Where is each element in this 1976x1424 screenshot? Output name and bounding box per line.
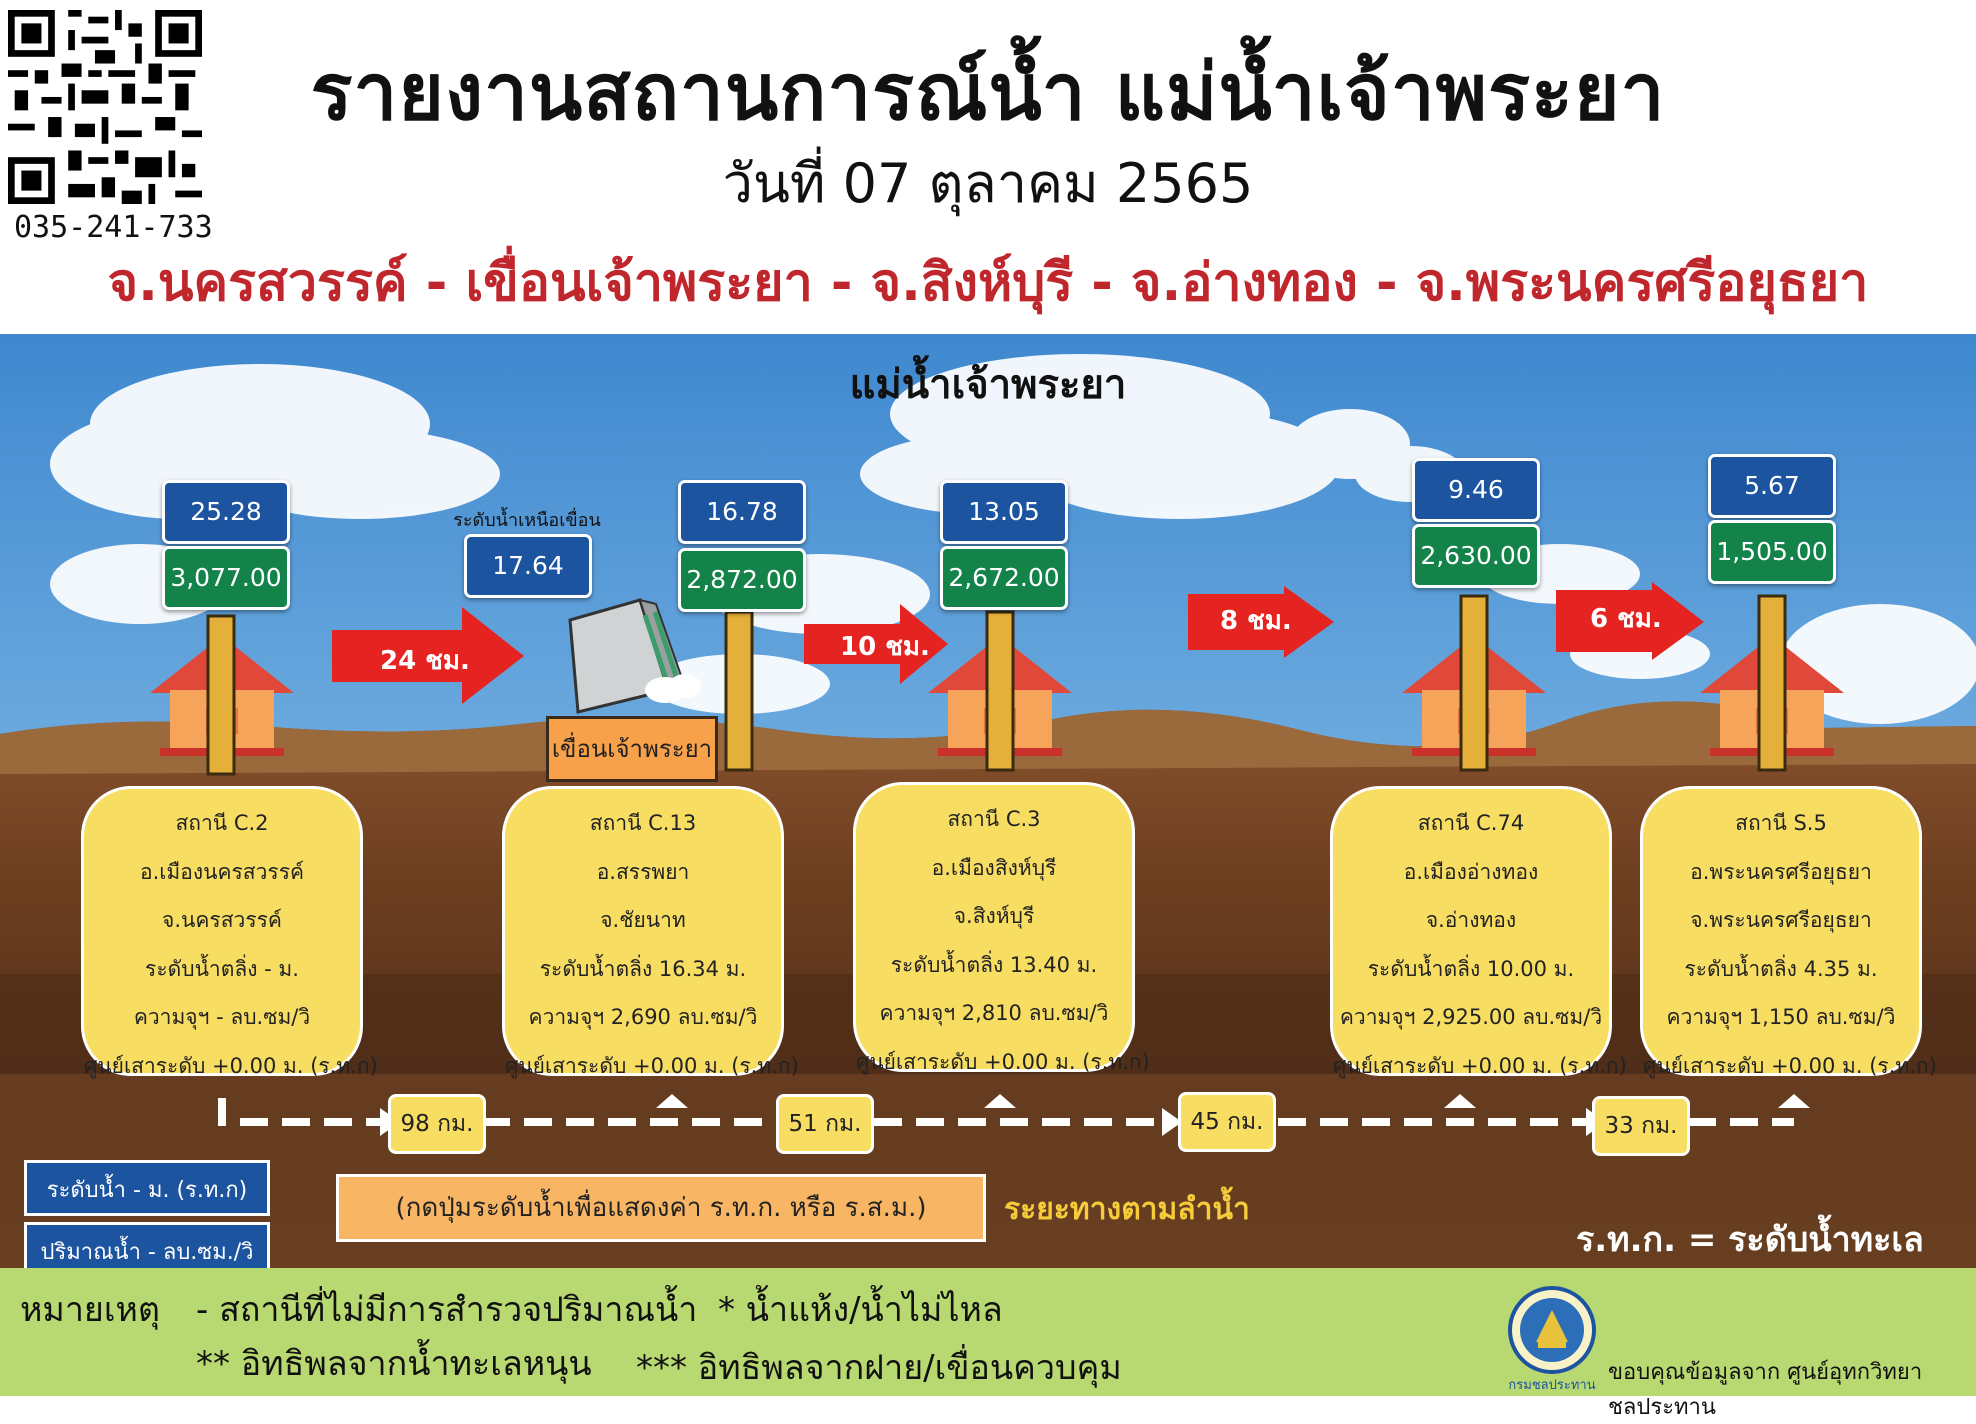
- qr-code: [8, 10, 202, 204]
- arrow-icon: [1188, 586, 1334, 658]
- arrowhead-icon: [656, 1094, 688, 1108]
- station-district: อ.เมืองนครสวรรค์: [139, 859, 305, 884]
- station-card: สถานี C.2 อ.เมืองนครสวรรค์ จ.นครสวรรค์ ร…: [81, 786, 378, 1078]
- station-level-button[interactable]: 5.67: [1708, 454, 1836, 518]
- logo-text: กรมชลประทาน: [1508, 1378, 1596, 1393]
- station-bank-level: ระดับน้ำตลิ่ง 10.00 ม.: [1367, 956, 1575, 981]
- dam-name-label: เขื่อนเจ้าพระยา: [546, 716, 718, 782]
- station-flow-value: 2,672.00: [940, 546, 1068, 610]
- gauge-icon: [1459, 594, 1489, 772]
- notes-title: หมายเหตุ: [20, 1290, 160, 1330]
- station-capacity: ความจุฯ - ลบ.ซม/วิ: [133, 1005, 311, 1029]
- station-capacity: ความจุฯ 2,925.00 ลบ.ซม/วิ: [1339, 1005, 1603, 1029]
- arrow-icon: [804, 604, 948, 684]
- arrowhead-icon: [1444, 1094, 1476, 1108]
- gauge-icon: [1757, 594, 1787, 772]
- station-flow-value: 2,872.00: [678, 548, 806, 612]
- legend-level: ระดับน้ำ - ม. (ร.ท.ก): [24, 1160, 270, 1216]
- station-datum: ศูนย์เสาระดับ +0.00 ม. (ร.ท.ก): [505, 1053, 799, 1078]
- station-bank-level: ระดับน้ำตลิ่ง - ม.: [145, 956, 299, 981]
- page-title: รายงานสถานการณ์น้ำ แม่น้ำเจ้าพระยา: [310, 48, 1666, 138]
- station-card: สถานี C.74 อ.เมืองอ่างทอง จ.อ่างทอง ระดั…: [1330, 786, 1627, 1078]
- dam-icon: [568, 598, 701, 714]
- station-level-button[interactable]: 16.78: [678, 480, 806, 544]
- note-item: *** อิทธิพลจากฝาย/เขื่อนควบคุม: [636, 1348, 1122, 1388]
- station-bank-level: ระดับน้ำตลิ่ง 16.34 ม.: [539, 956, 747, 981]
- distance-badge: 33 กม.: [1592, 1096, 1690, 1156]
- above-dam-label: ระดับน้ำเหนือเขื่อน: [453, 510, 601, 531]
- travel-time-2: 10 ชม.: [840, 632, 930, 662]
- arrow-icon: [1556, 582, 1704, 660]
- station-datum: ศูนย์เสาระดับ +0.00 ม. (ร.ท.ก): [856, 1049, 1150, 1074]
- station-district: อ.สรรพยา: [596, 859, 690, 884]
- station-bank-level: ระดับน้ำตลิ่ง 4.35 ม.: [1684, 956, 1878, 981]
- arrowhead-icon: [984, 1094, 1016, 1108]
- station-capacity: ความจุฯ 1,150 ลบ.ซม/วิ: [1666, 1005, 1896, 1029]
- route-line: จ.นครสวรรค์ - เขื่อนเจ้าพระยา - จ.สิงห์บ…: [107, 253, 1869, 313]
- station-province: จ.สิงห์บุรี: [953, 904, 1035, 928]
- station-level-button[interactable]: 25.28: [162, 480, 290, 544]
- distance-badge: 45 กม.: [1178, 1092, 1276, 1152]
- station-district: อ.พระนครศรีอยุธยา: [1690, 859, 1872, 884]
- arrow-icon: [332, 607, 524, 704]
- phone-number: 035-241-733: [14, 210, 213, 245]
- station-datum: ศูนย์เสาระดับ +0.00 ม. (ร.ท.ก): [1643, 1053, 1937, 1078]
- station-province: จ.พระนครศรีอยุธยา: [1690, 908, 1872, 932]
- distance-badge: 98 กม.: [388, 1094, 486, 1154]
- station-card: สถานี C.3 อ.เมืองสิงห์บุรี จ.สิงห์บุรี ร…: [853, 782, 1150, 1074]
- dam-level-button[interactable]: 17.64: [464, 534, 592, 598]
- travel-time-4: 6 ชม.: [1590, 604, 1662, 634]
- station-datum: ศูนย์เสาระดับ +0.00 ม. (ร.ท.ก): [1333, 1053, 1627, 1078]
- station-province: จ.ชัยนาท: [600, 908, 686, 932]
- station-capacity: ความจุฯ 2,810 ลบ.ซม/วิ: [879, 1001, 1109, 1025]
- station-name: สถานี C.74: [1417, 811, 1525, 835]
- station-district: อ.เมืองสิงห์บุรี: [931, 855, 1057, 880]
- station-bank-level: ระดับน้ำตลิ่ง 13.40 ม.: [890, 952, 1098, 977]
- flow-path: [218, 1098, 1794, 1126]
- station-flow-value: 3,077.00: [162, 546, 290, 610]
- station-name: สถานี C.13: [589, 811, 697, 835]
- report-date: วันที่ 07 ตุลาคม 2565: [722, 152, 1254, 215]
- station-district: อ.เมืองอ่างทอง: [1403, 859, 1539, 884]
- gauge-icon: [206, 614, 236, 776]
- station-datum: ศูนย์เสาระดับ +0.00 ม. (ร.ท.ก): [84, 1053, 378, 1078]
- station-level-button[interactable]: 13.05: [940, 480, 1068, 544]
- river-title: แม่น้ำเจ้าพระยา: [849, 362, 1127, 408]
- travel-time-3: 8 ชม.: [1220, 606, 1292, 636]
- station-level-button[interactable]: 9.46: [1412, 458, 1540, 522]
- station-card: สถานี C.13 อ.สรรพยา จ.ชัยนาท ระดับน้ำตลิ…: [502, 786, 799, 1078]
- data-credit: ขอบคุณข้อมูลจาก ศูนย์อุทกวิทยาชลประทาน: [1608, 1360, 1923, 1420]
- station-flow-value: 2,630.00: [1412, 524, 1540, 588]
- station-name: สถานี C.3: [947, 807, 1041, 831]
- arrowhead-icon: [1162, 1108, 1182, 1136]
- station-capacity: ความจุฯ 2,690 ลบ.ซม/วิ: [528, 1005, 758, 1029]
- distance-legend: ระยะทางตามลำน้ำ: [1004, 1192, 1250, 1227]
- arrowhead-icon: [1778, 1094, 1810, 1108]
- station-name: สถานี S.5: [1735, 811, 1827, 835]
- footer-notes: [0, 1268, 1976, 1396]
- note-item: ** อิทธิพลจากน้ำทะเลหนุน: [196, 1344, 592, 1384]
- note-item: * น้ำแห้ง/น้ำไม่ไหล: [718, 1290, 1003, 1330]
- gauge-icon: [985, 610, 1015, 772]
- travel-time-1: 24 ชม.: [380, 646, 470, 676]
- rid-logo: กรมชลประทาน: [1508, 1286, 1596, 1393]
- station-province: จ.นครสวรรค์: [162, 908, 282, 932]
- station-name: สถานี C.2: [175, 811, 269, 835]
- station-province: จ.อ่างทอง: [1425, 908, 1517, 932]
- datum-toggle-hint[interactable]: (กดปุ่มระดับน้ำเพื่อแสดงค่า ร.ท.ก. หรือ …: [336, 1174, 986, 1242]
- gauge-icon: [724, 610, 754, 772]
- station-card: สถานี S.5 อ.พระนครศรีอยุธยา จ.พระนครศรีอ…: [1640, 786, 1937, 1078]
- note-item: - สถานีที่ไม่มีการสำรวจปริมาณน้ำ: [196, 1290, 698, 1330]
- distance-badge: 51 กม.: [776, 1094, 874, 1154]
- station-flow-value: 1,505.00: [1708, 520, 1836, 584]
